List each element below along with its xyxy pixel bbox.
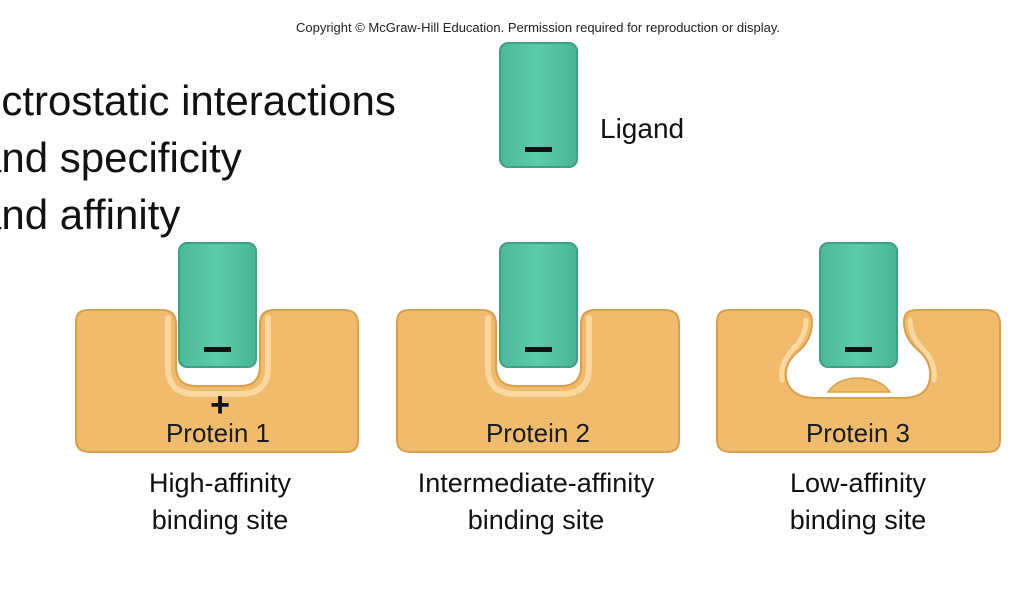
protein-3-label: Protein 3 (805, 418, 911, 448)
caption-line: Intermediate-affinity (417, 468, 655, 498)
caption-line: High-affinity (148, 468, 292, 498)
negative-charge-icon (204, 347, 231, 352)
caption-line: binding site (467, 505, 605, 535)
protein-1-shape (75, 242, 359, 453)
negative-charge-icon (845, 347, 872, 352)
caption-line: binding site (789, 505, 927, 535)
title-line: and affinity (0, 191, 181, 238)
negative-charge-icon (525, 147, 552, 152)
slide-title: ectrostatic interactions and specificity… (0, 72, 396, 243)
positive-charge-icon: + (210, 386, 230, 424)
ligand-bound (178, 242, 257, 368)
title-line: ectrostatic interactions (0, 77, 396, 124)
protein-1-caption: High-affinity binding site (60, 465, 380, 539)
ligand-label: Ligand (600, 113, 685, 144)
title-line: and specificity (0, 134, 242, 181)
caption-line: Low-affinity (789, 468, 927, 498)
copyright-notice: Copyright © McGraw-Hill Education. Permi… (295, 20, 781, 35)
protein-2-label: Protein 2 (485, 418, 591, 448)
ligand-bound (819, 242, 898, 368)
caption-line: binding site (151, 505, 289, 535)
protein-3-shape (716, 242, 1001, 453)
protein-3-caption: Low-affinity binding site (698, 465, 1018, 539)
negative-charge-icon (525, 347, 552, 352)
ligand-standalone (499, 42, 578, 168)
protein-2-shape (396, 242, 680, 453)
protein-1-label: Protein 1 (165, 418, 271, 448)
protein-2-caption: Intermediate-affinity binding site (376, 465, 696, 539)
ligand-bound (499, 242, 578, 368)
